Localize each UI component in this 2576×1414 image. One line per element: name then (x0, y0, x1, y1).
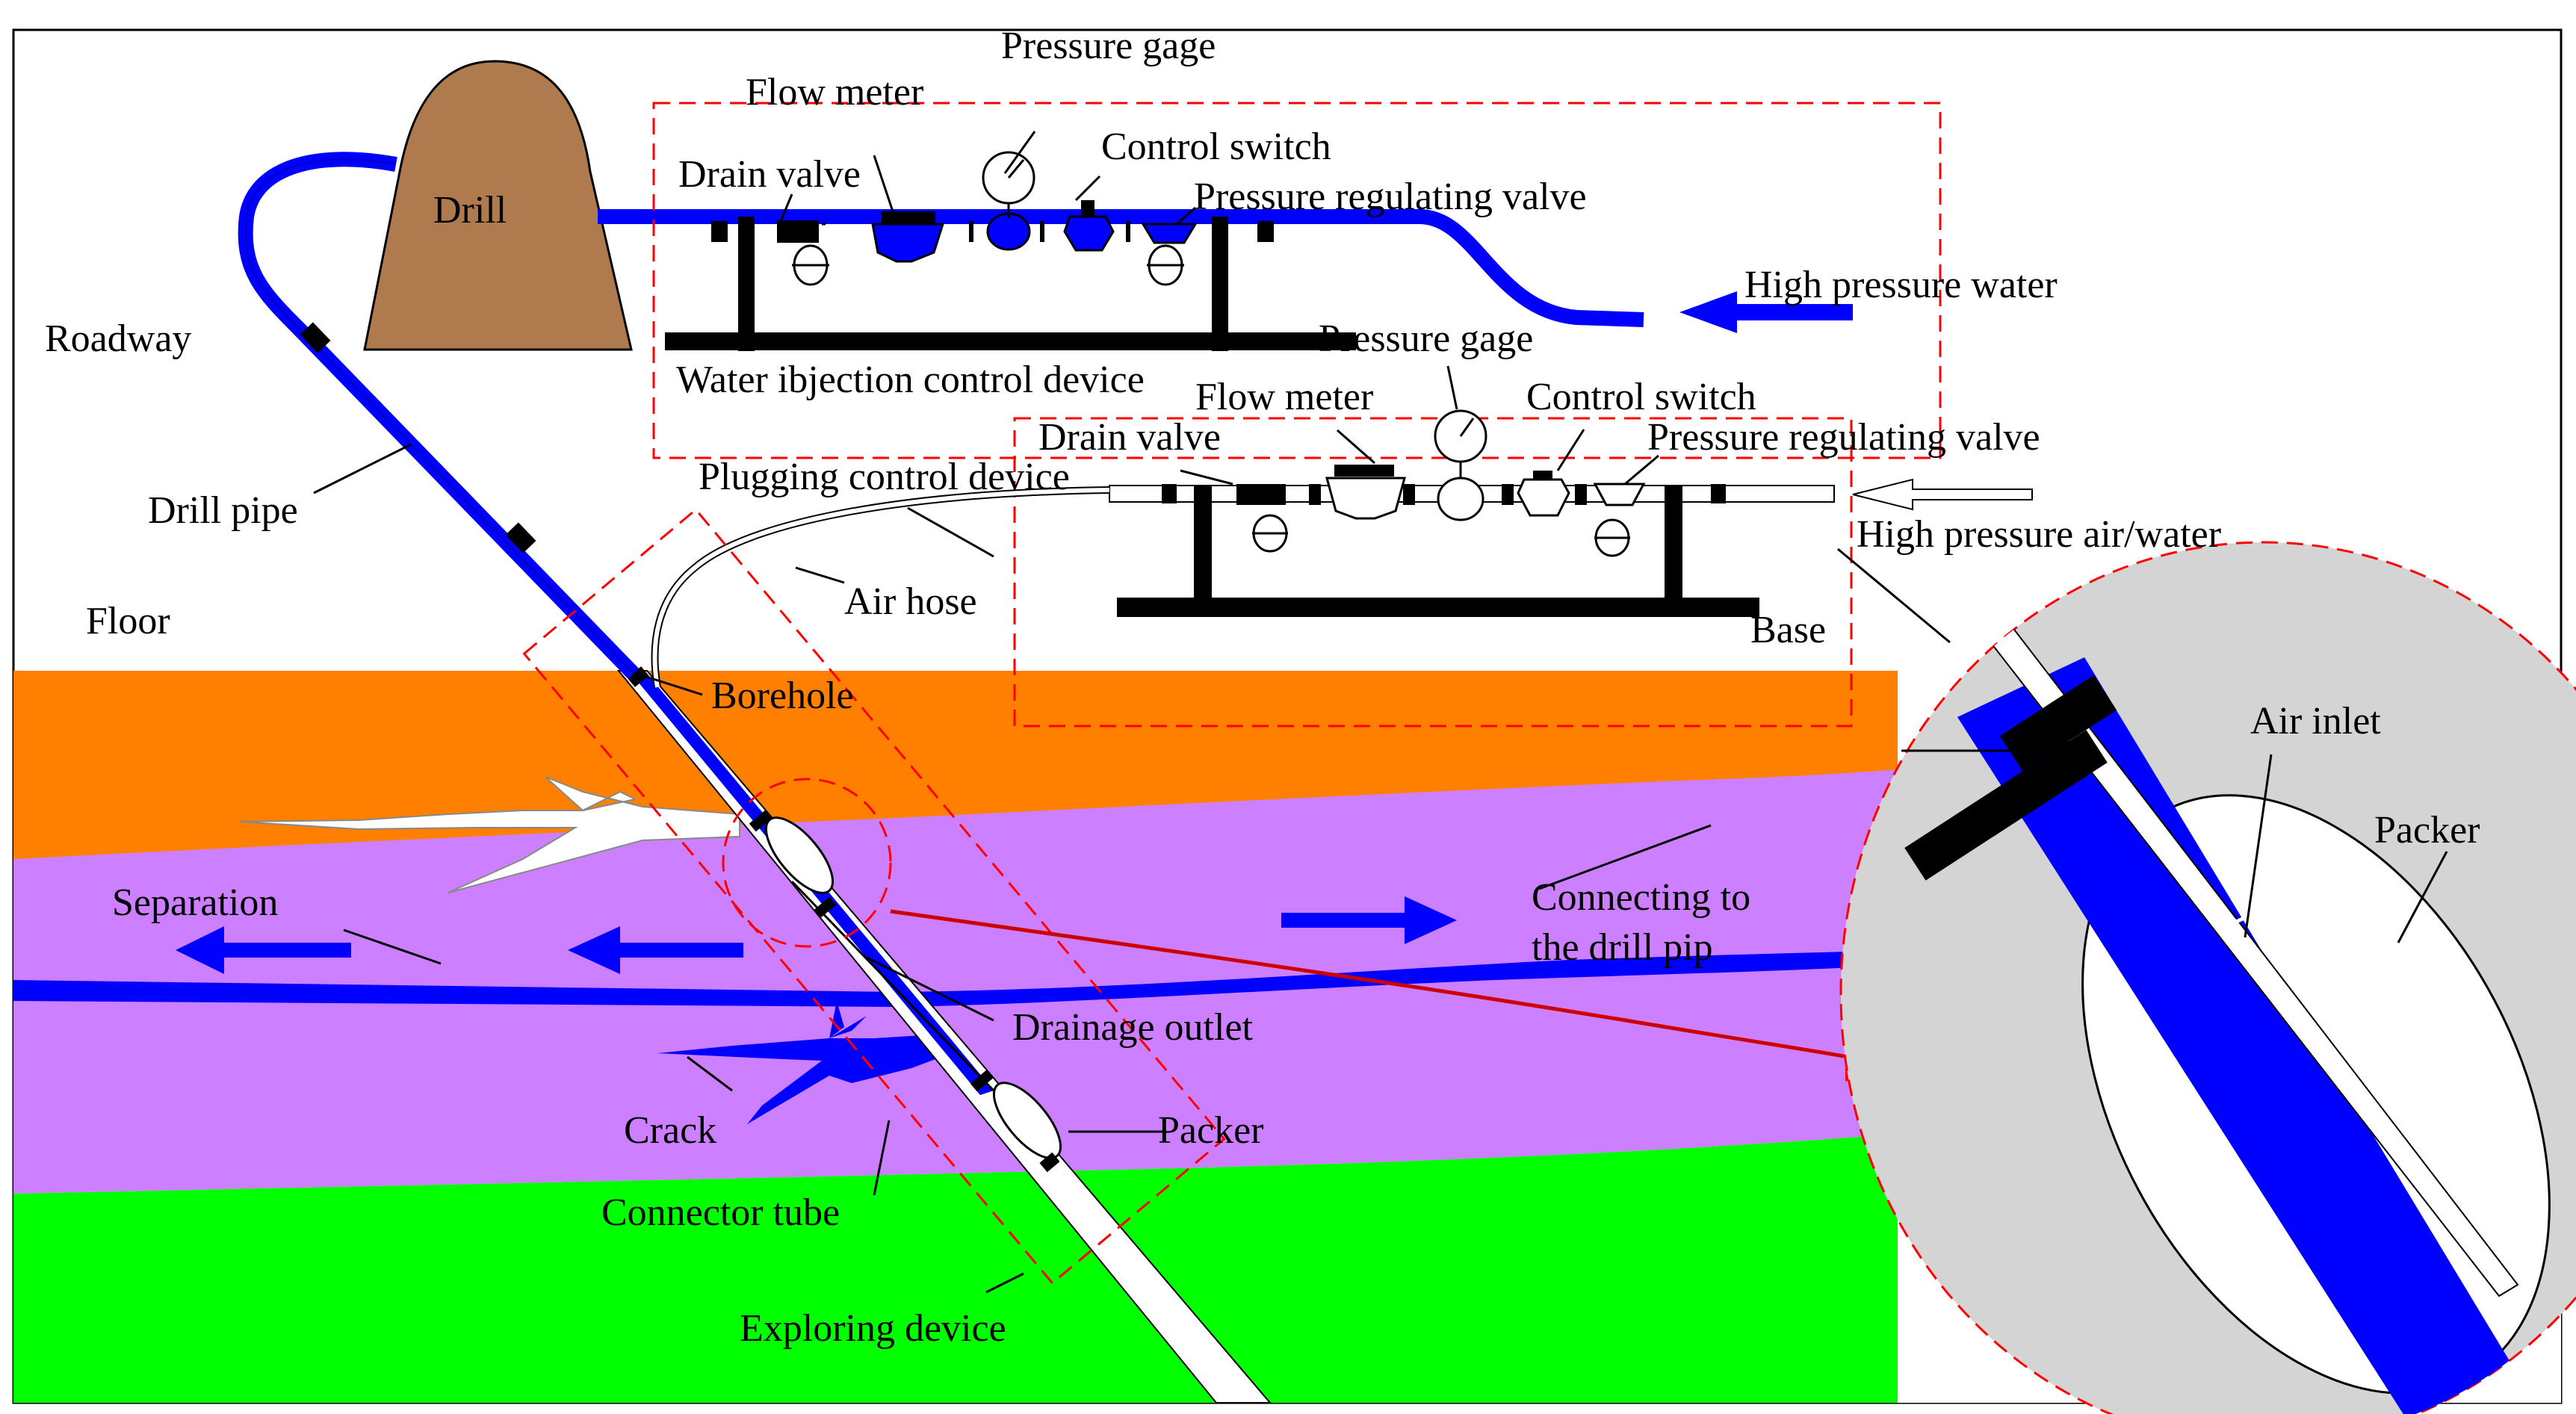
label-exploring-device: Exploring device (740, 1307, 1006, 1350)
exploring-device-frame (522, 508, 1226, 1285)
connector-tube (790, 880, 995, 1092)
label-flow-meter-top: Flow meter (746, 71, 923, 114)
drill-assembly (238, 60, 1644, 679)
label-connecting-line1: Connecting to (1532, 876, 1750, 919)
label-pressure-gage-top: Pressure gage (1001, 25, 1216, 67)
supply-hose-top (598, 209, 1644, 327)
label-drainage-outlet: Drainage outlet (1012, 1006, 1254, 1049)
flow-arrow-left-2 (568, 926, 743, 974)
label-connector-tube: Connector tube (601, 1191, 840, 1234)
label-drill: Drill (433, 189, 507, 232)
label-pressure-regulating-valve-top: Pressure regulating valve (1194, 176, 1587, 218)
label-pressure-regulating-valve-bottom: Pressure regulating valve (1647, 416, 2040, 459)
label-high-pressure-air-water: High pressure air/water (1857, 513, 2221, 556)
connection-arrow (890, 909, 1861, 1061)
flow-meter-bottom (1325, 477, 1406, 520)
drill-pipe (238, 152, 640, 679)
bottom-device-frame (1013, 417, 1853, 728)
label-connecting-line2: the drill pip (1532, 926, 1713, 969)
label-drain-valve-bottom: Drain valve (1038, 416, 1221, 459)
label-roadway: Roadway (45, 317, 191, 360)
label-pressure-gage-bottom: Pressure gage (1319, 317, 1533, 360)
water-injection-control-device (652, 102, 1942, 459)
label-separation: Separation (112, 881, 278, 924)
label-control-switch-bottom: Control switch (1526, 376, 1756, 418)
control-switch-bottom (1517, 478, 1570, 517)
flow-arrow-right (1281, 896, 1457, 944)
detail-clamp-upper (1999, 675, 2117, 772)
detail-clamp-lower (1904, 730, 2108, 881)
label-packer-detail: Packer (2374, 809, 2480, 852)
drill (363, 60, 633, 351)
white-crack (238, 776, 740, 893)
label-floor: Floor (86, 600, 170, 642)
drain-valve-bottom (1236, 484, 1286, 505)
plugging-control-device (651, 409, 2033, 728)
bottom-device-base (1117, 598, 1759, 617)
label-packer: Packer (1158, 1109, 1263, 1152)
labels: Drill Roadway Drill pipe Floor Flow mete… (45, 25, 2480, 1350)
pipe-joint (300, 322, 331, 353)
leader-lines (313, 131, 2448, 1294)
label-air-hose: Air hose (844, 580, 977, 623)
control-switch-top (1063, 215, 1115, 252)
label-drill-pipe: Drill pipe (148, 489, 298, 532)
blue-crack (657, 1001, 941, 1124)
packer-detail-view (1839, 541, 2576, 1414)
high-pressure-air-water-arrow (1852, 478, 2033, 511)
label-crack: Crack (624, 1109, 716, 1152)
label-water-injection-control-device: Water ibjection control device (676, 359, 1145, 401)
detail-drill-body (1957, 657, 2518, 1414)
top-device-base (665, 332, 1356, 350)
pressure-regulating-valve-bottom (1593, 483, 1646, 506)
packer-lower (992, 1082, 1062, 1159)
borehole (616, 666, 1272, 1404)
label-borehole: Borehole (711, 675, 854, 717)
flow-meter-top (871, 223, 945, 263)
label-control-switch-top: Control switch (1101, 125, 1331, 168)
drain-valve-top (777, 220, 819, 243)
label-high-pressure-water: High pressure water (1744, 264, 2058, 306)
label-plugging-control-device: Plugging control device (699, 456, 1070, 498)
label-drain-valve-top: Drain valve (678, 153, 861, 196)
high-pressure-water-arrow (1679, 291, 1853, 333)
separation-layer (13, 950, 1898, 1007)
green-stratum (13, 1134, 1898, 1403)
packer-focus-circle (722, 778, 892, 948)
label-air-inlet: Air inlet (2250, 700, 2381, 742)
strata-layers (13, 671, 1898, 1403)
purple-stratum (13, 769, 1898, 1194)
flow-arrow-left-1 (176, 926, 351, 974)
label-flow-meter-bottom: Flow meter (1195, 376, 1373, 418)
label-base: Base (1750, 609, 1826, 651)
pipe-joint (505, 522, 536, 553)
top-device-frame (652, 102, 1942, 459)
